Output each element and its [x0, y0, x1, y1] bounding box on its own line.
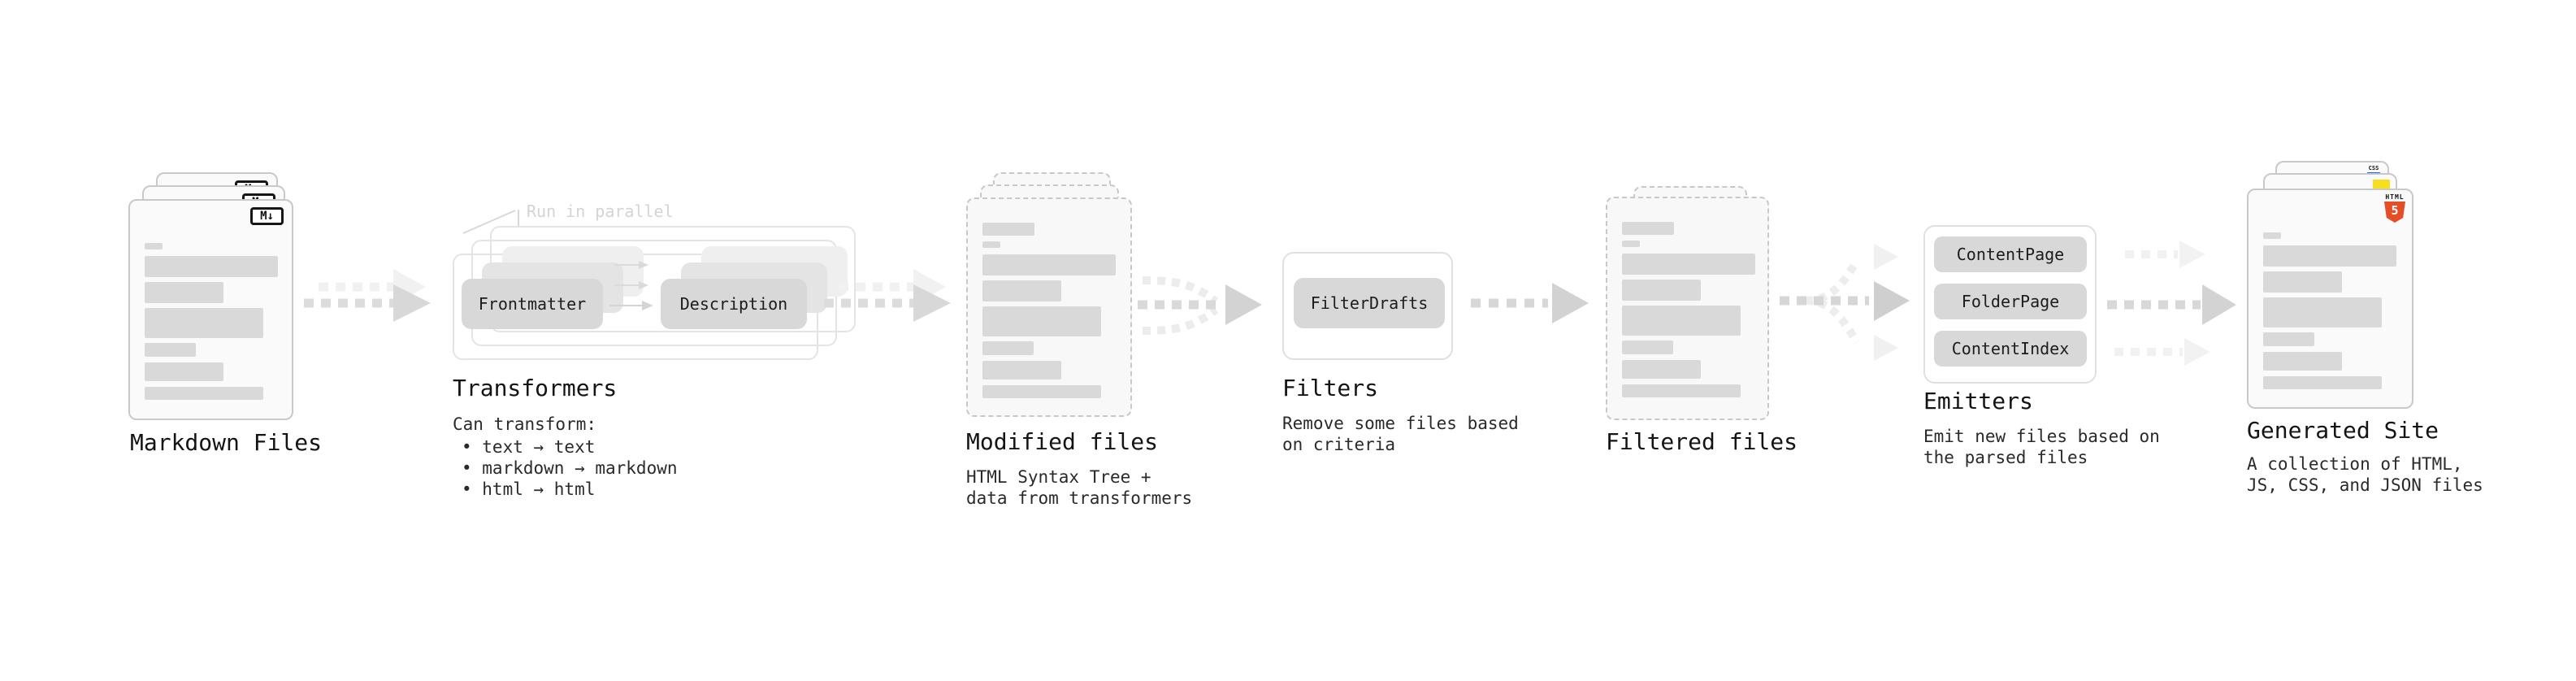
modified-files-description-2: data from transformers	[966, 488, 1193, 508]
text-line-placeholder	[1622, 340, 1673, 354]
text-line-placeholder	[2263, 332, 2314, 346]
markdown-file-icon: M↓	[250, 207, 284, 225]
modified-files-description-1: HTML Syntax Tree +	[966, 467, 1151, 487]
text-line-placeholder	[2263, 297, 2382, 327]
text-line-placeholder	[2263, 352, 2342, 371]
contentindex-node: ContentIndex	[1934, 331, 2087, 367]
frontmatter-node: Frontmatter	[462, 279, 603, 329]
text-line-placeholder	[145, 362, 223, 381]
text-line-placeholder	[1622, 306, 1741, 336]
text-line-placeholder	[982, 341, 1034, 355]
arrow-markdown-to-transformers	[304, 269, 431, 322]
filtered-files-label: Filtered files	[1606, 428, 1798, 455]
transformers-subtitle: Can transform:	[453, 414, 597, 434]
text-line-placeholder	[2263, 245, 2396, 267]
text-line-placeholder	[1622, 360, 1701, 379]
contentpage-node: ContentPage	[1934, 236, 2087, 272]
html5-icon: HTML 5	[2384, 194, 2405, 223]
markdown-file-front: M↓	[128, 199, 293, 420]
arrow-emitters-to-site-triple	[2107, 241, 2236, 366]
text-line-placeholder	[145, 387, 263, 400]
text-line-placeholder	[982, 361, 1061, 380]
text-line-placeholder	[982, 385, 1101, 398]
text-line-placeholder	[982, 280, 1061, 301]
filtered-file-front	[1606, 197, 1769, 420]
text-line-placeholder	[1622, 241, 1640, 247]
generated-site-description-2: JS, CSS, and JSON files	[2247, 475, 2483, 495]
text-line-placeholder	[145, 243, 163, 249]
arrow-transformers-to-modified	[824, 269, 951, 322]
modified-file-front	[966, 197, 1132, 417]
filterdrafts-node: FilterDrafts	[1294, 278, 1445, 328]
folderpage-node: FolderPage	[1934, 284, 2087, 319]
arrow-filters-to-filtered	[1471, 283, 1589, 323]
text-line-placeholder	[145, 256, 278, 277]
description-node: Description	[661, 279, 807, 329]
text-line-placeholder	[1622, 254, 1755, 275]
emitters-description-2: the parsed files	[1923, 448, 2088, 467]
js-icon	[2373, 180, 2390, 189]
text-line-placeholder	[982, 306, 1101, 336]
text-line-placeholder	[2263, 232, 2281, 239]
filters-title: Filters	[1282, 375, 1379, 401]
run-in-parallel-annotation: Run in parallel	[527, 202, 674, 221]
text-line-placeholder	[982, 241, 1000, 248]
run-in-parallel-connector	[462, 210, 519, 234]
site-file-html: HTML 5	[2247, 189, 2413, 409]
text-line-placeholder	[1622, 222, 1674, 235]
text-line-placeholder	[982, 254, 1116, 275]
modified-files-label: Modified files	[966, 428, 1159, 455]
text-line-placeholder	[982, 223, 1034, 236]
emitters-title: Emitters	[1923, 388, 2033, 414]
generated-site-label: Generated Site	[2247, 417, 2439, 444]
text-line-placeholder	[1622, 280, 1701, 301]
text-line-placeholder	[145, 343, 196, 357]
transformers-bullet-1: • text → text	[462, 437, 596, 457]
text-line-placeholder	[2263, 376, 2382, 389]
arrow-modified-to-filters-converge	[1138, 276, 1262, 335]
transformers-title: Transformers	[453, 375, 618, 401]
generated-site-description-1: A collection of HTML,	[2247, 454, 2463, 474]
transformer-inner-arrows	[609, 261, 653, 310]
text-line-placeholder	[1622, 384, 1741, 397]
transformers-bullet-2: • markdown → markdown	[462, 458, 678, 478]
arrow-filtered-to-emitters-diverge	[1780, 244, 1910, 361]
emitters-description-1: Emit new files based on	[1923, 427, 2160, 446]
text-line-placeholder	[2263, 271, 2342, 293]
text-line-placeholder	[145, 308, 263, 338]
filters-description-1: Remove some files based	[1282, 414, 1519, 433]
markdown-files-label: Markdown Files	[130, 429, 323, 456]
transformers-bullet-3: • html → html	[462, 479, 596, 499]
filters-description-2: on criteria	[1282, 435, 1396, 454]
text-line-placeholder	[145, 282, 223, 303]
